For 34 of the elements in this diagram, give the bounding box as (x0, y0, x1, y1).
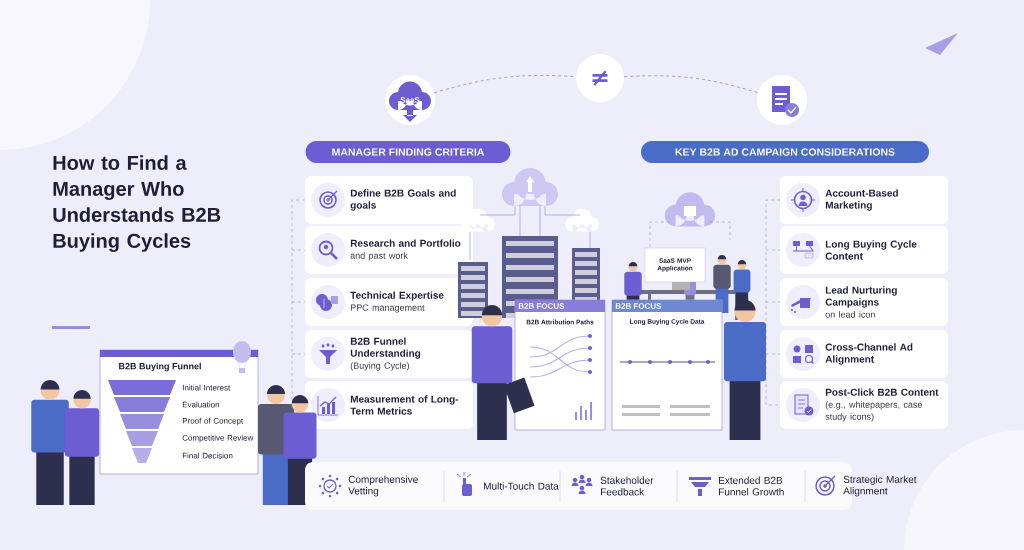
node-label: Long Buying Cycle Content (825, 240, 917, 260)
stage-label: Evaluation (182, 401, 220, 408)
feature-label: Multi-Touch Data (484, 482, 559, 490)
heading-pill: MANAGER FINDING CRITERIA (305, 141, 511, 163)
board-title: B2B Buying Funnel (119, 362, 201, 372)
node-label: Research and Portfolio (350, 239, 461, 247)
not-equal-badge: ≠ (576, 54, 624, 102)
stage-label: Initial Interest (182, 384, 231, 391)
feature-label: Stakeholder Feedback (600, 476, 654, 496)
stage-label: Proof of Concept (182, 417, 244, 426)
criteria-card: Post-Click B2B Content (e.g., whitepapers, case study icons) (780, 381, 948, 429)
criteria-card: Cross-Channel Ad Alignment (780, 330, 948, 378)
stage-label: Competitive Review (182, 434, 254, 443)
criteria-card: Technical Expertise PPC management (305, 278, 473, 326)
criteria-card: B2B Funnel Understanding (Buying Cycle) (305, 330, 473, 378)
node-label: and past work (350, 252, 408, 261)
feature-label: Extended B2B Funnel Growth (719, 476, 784, 496)
feature-label: Comprehensive Vetting (348, 475, 418, 497)
criteria-card: Define B2B Goals and goals (305, 176, 473, 224)
node-label: Define B2B Goals and goals (350, 189, 456, 211)
title: How to Find a Manager Who Understands B2B Buying Cycles (53, 155, 221, 252)
dashed-connector (623, 75, 759, 94)
node-label: Account-Based Marketing (825, 189, 898, 211)
criteria-card: Research and Portfolio and past work (305, 226, 473, 274)
stage-label: Final Decision (182, 452, 233, 459)
heading-pill: KEY B2B AD CAMPAIGN CONSIDERATIONS (641, 141, 929, 163)
criteria-card: Long Buying Cycle Content (780, 226, 948, 274)
criteria-card: Measurement of Long-Term Metrics (305, 381, 473, 429)
criteria-card: Lead Nurturing Campaigns on lead icon (780, 278, 948, 326)
criteria-card: Account-Based Marketing (780, 176, 948, 224)
feature-label: Strategic Market Alignment (843, 475, 917, 497)
screen-header-text: B2B FOCUS (615, 303, 662, 309)
screen-header-text: B2B FOCUS (518, 303, 565, 309)
document-check-badge (757, 75, 807, 125)
